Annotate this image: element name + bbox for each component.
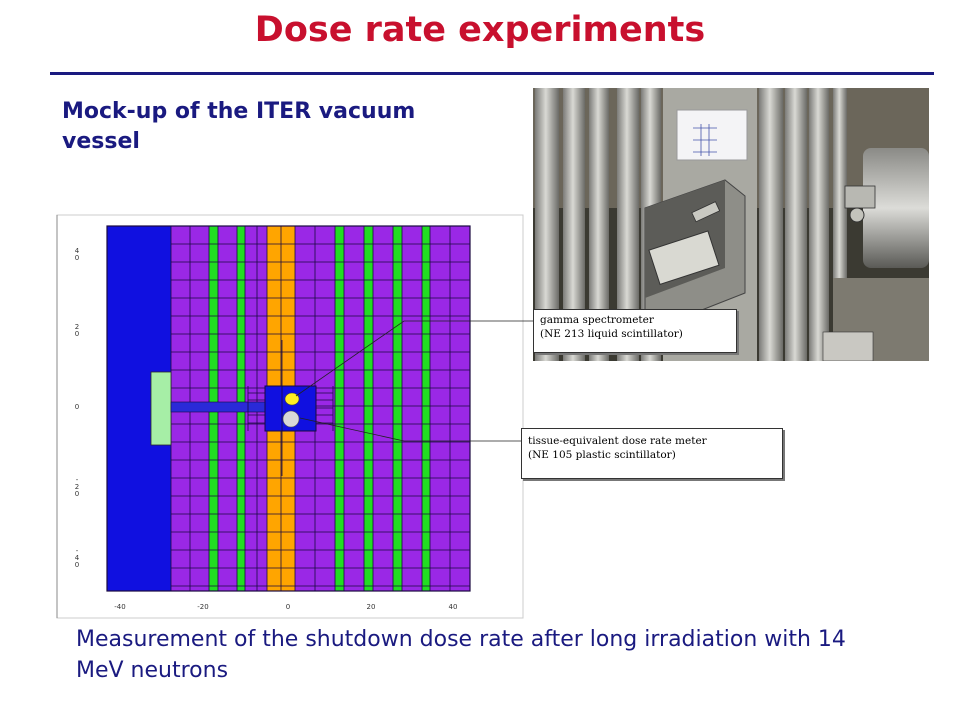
y-tick-label: 2 [75,323,79,331]
caption: Measurement of the shutdown dose rate af… [76,627,846,683]
page-title: Dose rate experiments [254,10,706,50]
dose-meter-marker [282,410,300,428]
y-tick-label: 0 [75,403,79,411]
x-tick-label: -20 [197,603,208,611]
light-green-block [150,371,172,446]
dose-rate-meter-label: tissue-equivalent dose rate meter (NE 10… [521,428,783,479]
y-tick-label: 0 [75,490,79,498]
tissue-label-line-2: (NE 105 plastic scintillator) [528,449,676,461]
y-tick-label: - [76,476,79,484]
geometry-outline [106,225,471,592]
beam-channel [170,401,266,413]
green-layer-6 [422,226,430,591]
y-tick-label: 2 [75,483,79,491]
green-layer-5 [393,226,402,591]
gamma-label-line-1: gamma spectrometer [540,314,654,326]
y-tick-label: 0 [75,254,79,262]
leader-lines [295,320,533,442]
green-layer-3 [335,226,344,591]
x-tick-label: 40 [449,603,458,611]
y-tick-label: 0 [75,561,79,569]
x-tick-label: 20 [367,603,376,611]
gamma-detector-marker [284,392,300,406]
gamma-spectrometer-label: gamma spectrometer (NE 213 liquid scinti… [533,309,737,353]
y-tick-label: 4 [75,247,80,255]
x-tick-label: 0 [286,603,290,611]
y-tick-label: - [76,547,79,555]
section-subtitle: Mock-up of the ITER vacuum vessel [62,99,416,154]
gamma-label-line-2: (NE 213 liquid scintillator) [540,328,683,340]
x-tick-label: -40 [114,603,125,611]
title-divider [50,72,934,75]
green-layer-4 [364,226,373,591]
tissue-label-line-1: tissue-equivalent dose rate meter [528,435,707,447]
y-tick-label: 4 [75,554,80,562]
mesh-grid [170,226,470,591]
y-tick-label: 0 [75,330,79,338]
